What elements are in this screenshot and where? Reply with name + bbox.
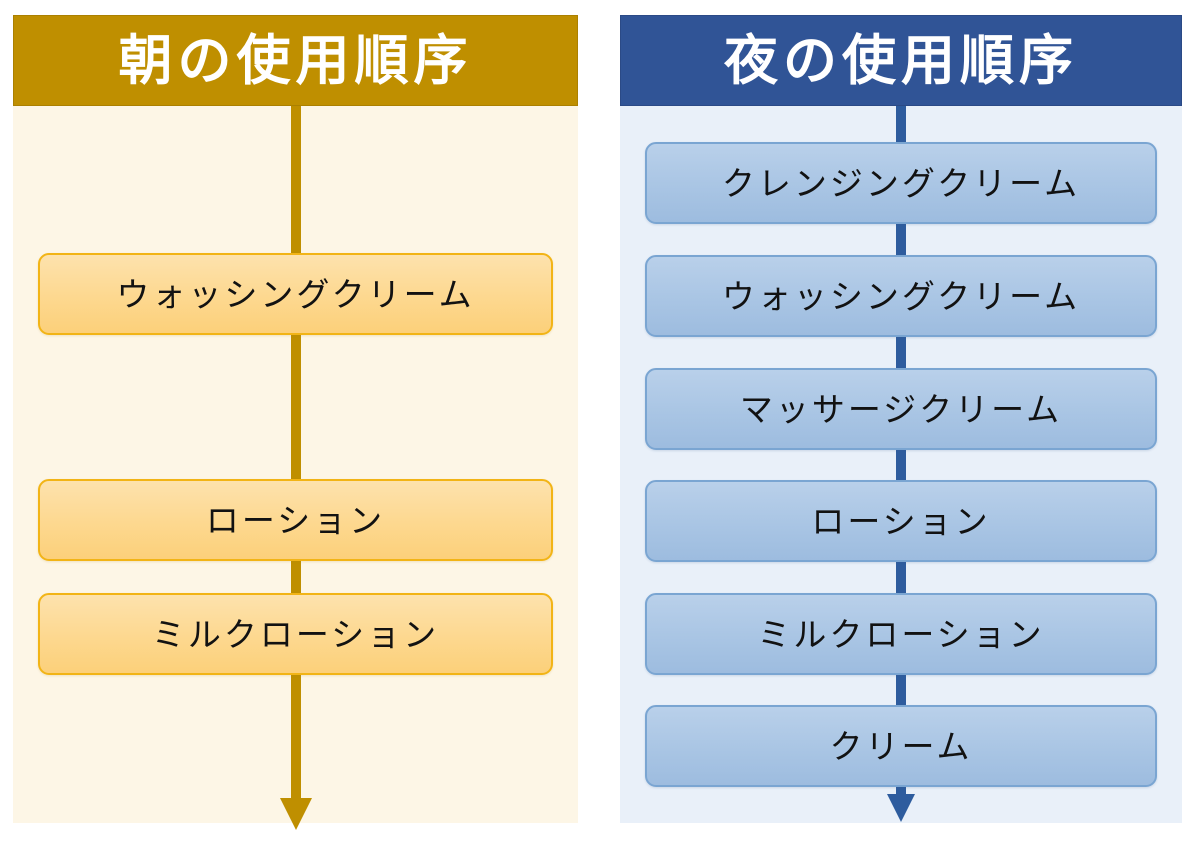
- night-step-4[interactable]: ローション: [645, 480, 1157, 562]
- night-step-6-label: クリーム: [829, 726, 973, 766]
- morning-step-list: ウォッシングクリーム ローション ミルクローション: [13, 106, 578, 823]
- morning-step-1-label: ウォッシングクリーム: [116, 274, 475, 314]
- night-step-4-label: ローション: [811, 501, 991, 541]
- night-step-1-label: クレンジングクリーム: [721, 163, 1081, 203]
- morning-panel-title: 朝の使用順序: [118, 28, 473, 92]
- morning-routine-panel: 朝の使用順序 ウォッシングクリーム ローション ミルクローション: [13, 15, 578, 830]
- night-step-3[interactable]: マッサージクリーム: [645, 368, 1157, 450]
- morning-panel-header: 朝の使用順序: [13, 15, 578, 106]
- night-step-3-label: マッサージクリーム: [739, 389, 1063, 429]
- night-step-5-label: ミルクローション: [757, 614, 1045, 654]
- morning-arrow-shaft: [290, 106, 301, 802]
- night-step-2-label: ウォッシングクリーム: [721, 276, 1081, 316]
- morning-step-3[interactable]: ミルクローション: [38, 593, 553, 675]
- morning-step-2[interactable]: ローション: [38, 479, 553, 561]
- night-step-1[interactable]: クレンジングクリーム: [645, 142, 1157, 224]
- night-routine-panel: 夜の使用順序 クレンジングクリーム ウォッシングクリーム マッサージクリーム ロ…: [620, 15, 1182, 823]
- morning-arrow-head-icon: [279, 798, 312, 830]
- night-arrow-shaft: [896, 106, 906, 794]
- morning-step-3-label: ミルクローション: [151, 614, 440, 654]
- night-flow-arrow: [887, 106, 915, 822]
- night-step-2[interactable]: ウォッシングクリーム: [645, 255, 1157, 337]
- morning-step-2-label: ローション: [205, 500, 386, 540]
- night-step-6[interactable]: クリーム: [645, 705, 1157, 787]
- night-step-5[interactable]: ミルクローション: [645, 593, 1157, 675]
- night-panel-header: 夜の使用順序: [620, 15, 1182, 106]
- night-step-list: クレンジングクリーム ウォッシングクリーム マッサージクリーム ローション ミル…: [620, 106, 1182, 823]
- night-arrow-head-icon: [887, 794, 915, 822]
- night-panel-title: 夜の使用順序: [724, 28, 1078, 92]
- morning-flow-arrow: [279, 106, 312, 830]
- morning-step-1[interactable]: ウォッシングクリーム: [38, 253, 553, 335]
